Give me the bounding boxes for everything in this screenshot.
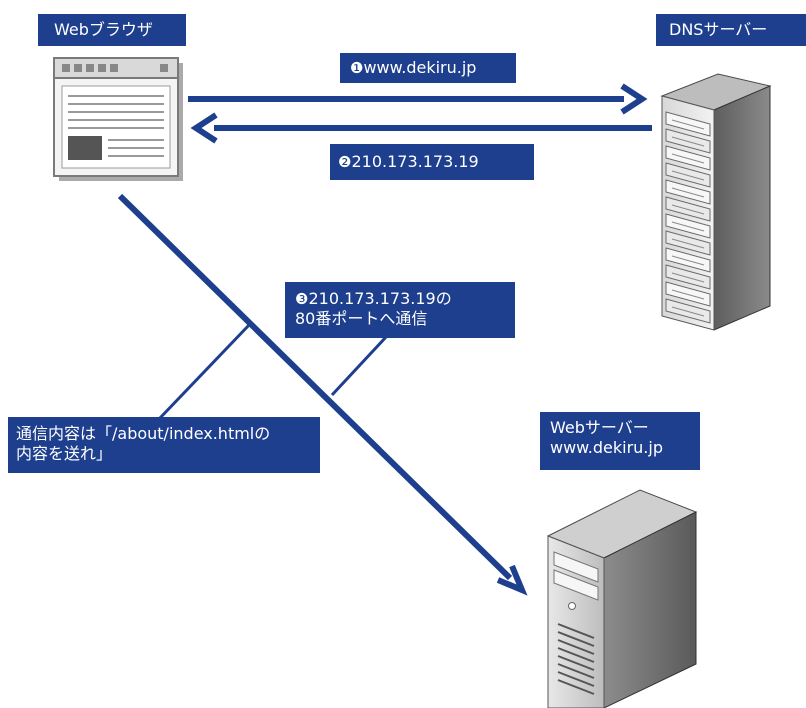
rack-unit-vent [671,136,705,147]
web-server-domain: www.dekiru.jp [550,438,663,457]
query-label: ❶www.dekiru.jp [340,53,516,83]
content-line-1: 通信内容は「/about/index.htmlの [16,424,271,443]
rack-unit-vent [671,119,705,130]
query-domain: www.dekiru.jp [363,58,477,77]
query-arrow [188,83,648,115]
rack-unit-vent [671,187,705,198]
step-3-marker: ❸ [295,290,309,308]
tower-server-icon [546,489,698,708]
rack-unit-vent [671,221,705,232]
connect-callout-line [330,335,388,397]
dns-server-label: DNSサーバー [656,14,806,46]
connect-line-1: 210.173.173.19の [308,289,452,308]
answer-label: ❷210.173.173.19 [330,144,534,180]
rack-unit-vent [671,306,705,317]
step-1-marker: ❶ [350,59,364,77]
step-2-marker: ❷ [338,153,352,171]
rack-unit-vent [671,153,705,164]
browser-label: Webブラウザ [38,14,186,46]
web-server-name: Webサーバー [550,418,649,437]
rack-unit-vent [671,289,705,300]
connect-line-2: 80番ポートへ通信 [295,309,428,328]
answer-ip: 210.173.173.19 [351,152,479,171]
rack-unit-vent [671,255,705,266]
content-label: 通信内容は「/about/index.htmlの 内容を送れ」 [8,417,320,473]
server-rack-icon [660,73,772,331]
rack-unit-vent [671,170,705,181]
browser-window-icon [53,57,183,181]
content-callout-line [158,322,252,420]
content-line-2: 内容を送れ」 [16,444,113,463]
rack-unit-vent [671,204,705,215]
connect-label: ❸210.173.173.19の 80番ポートへ通信 [285,282,515,338]
rack-unit-vent [671,238,705,249]
rack-unit-vent [671,272,705,283]
answer-arrow [190,112,652,144]
web-server-label: Webサーバー www.dekiru.jp [540,412,700,470]
connect-arrow [117,193,528,596]
